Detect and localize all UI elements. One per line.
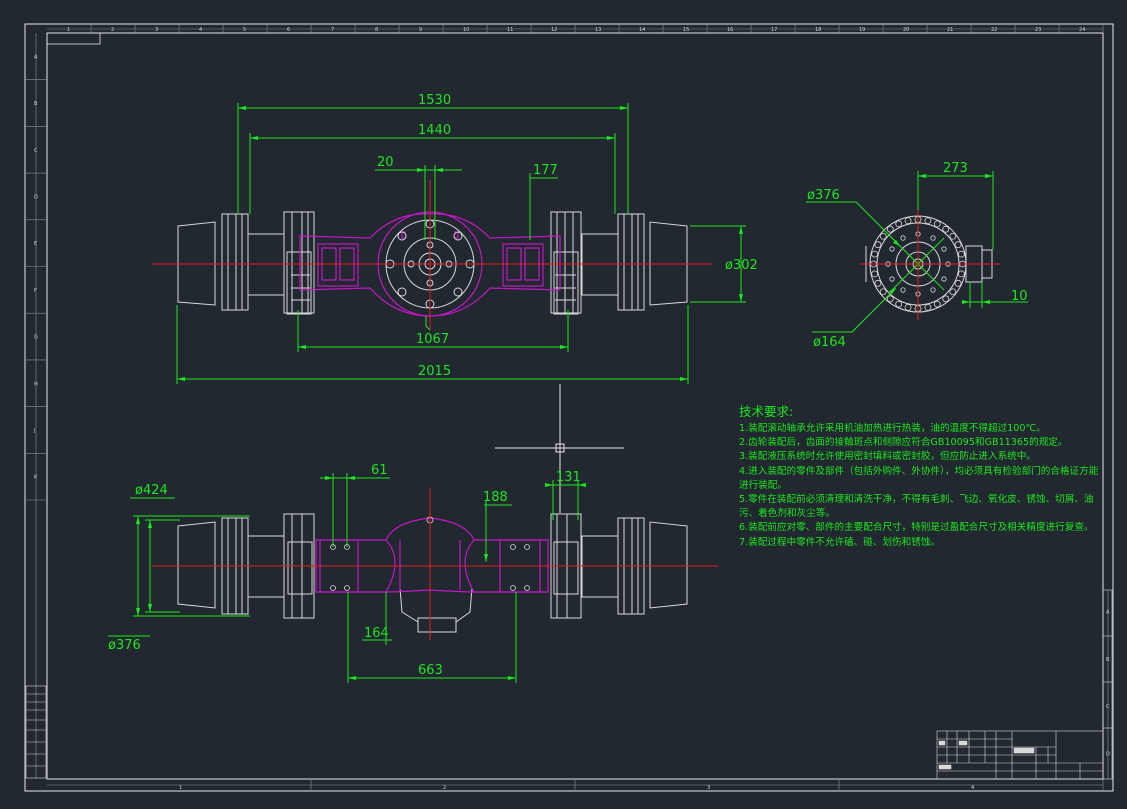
ruler-number: 1 [179,785,182,791]
cad-cursor [495,384,624,513]
ruler-number: 13 [595,27,601,33]
ruler-number: 15 [683,27,689,33]
dim-1067: 1067 [416,332,449,347]
ruler-number: 1 [67,27,70,33]
ruler-letter: B [34,101,38,107]
ruler-letter: C [1106,704,1110,710]
dim-273: 273 [943,161,968,176]
ruler-letter: E [34,241,37,247]
requirement-item: 7.装配过程中零件不允许磕、碰、划伤和锈蚀。 [739,536,941,548]
dim-164: 164 [364,626,389,641]
ruler-letter: G [34,335,38,341]
ruler-number: 21 [947,27,953,33]
ruler-number: 4 [971,785,974,791]
dim-d424: ø424 [135,483,168,498]
ruler-letter: K [34,475,38,481]
requirement-item: 1.装配滚动轴承允许采用机油加热进行热装，油的温度不得超过100℃。 [739,423,1046,434]
ruler-number: 8 [375,27,378,33]
side-view-dimension-lines [806,171,1028,333]
ruler-ticks [25,24,1104,791]
ruler-number: 17 [771,27,777,33]
ruler-number: 16 [727,27,733,33]
ruler-letter: B [1106,657,1110,663]
top-view-dimension-lines [176,103,746,384]
ruler-number: 20 [903,27,909,33]
ruler-number: 4 [199,27,202,33]
dim-131: 131 [556,470,581,485]
dim-d302: ø302 [725,258,758,273]
front-view [152,488,718,640]
ruler-number: 22 [991,27,997,33]
front-view-dimension-lines [108,473,582,683]
side-view-dim-arrows [889,174,993,304]
ruler-number: 12 [551,27,557,33]
revision-strip [25,685,47,779]
front-view-dim-arrows [136,476,586,680]
dim-2015: 2015 [418,364,451,379]
ruler-number: 23 [1035,27,1041,33]
ruler-number: 11 [507,27,513,33]
dim-20: 20 [377,155,394,170]
requirement-item: 6.装配前应对零、部件的主要配合尺寸，特别是过盈配合尺寸及相关精度进行复查。 [739,522,1094,534]
ruler-letter: A [34,54,38,60]
ruler-letter: F [34,288,37,294]
requirement-item: 2.齿轮装配后，齿面的接触斑点和侧隙应符合GB10095和GB11365的规定。 [739,437,1068,449]
left-hub [177,211,315,315]
right-hub [550,211,688,315]
ruler-number: 7 [331,27,334,33]
ruler-number: 19 [859,27,865,33]
ruler-number: 10 [463,27,469,33]
technical-requirements-title: 技术要求: [739,404,794,419]
ruler-letter: C [34,148,38,154]
top-view-dim-arrows [177,106,743,381]
right-strip [1102,589,1113,780]
ruler-number: 6 [287,27,290,33]
dim-61: 61 [371,463,388,478]
dim-d376-front: ø376 [108,638,141,653]
technical-requirements: 技术要求: 1.装配滚动轴承允许采用机油加热进行热装，油的温度不得超过100℃。… [739,404,1099,550]
ruler-number: 3 [155,27,158,33]
ruler-number: 2 [443,785,446,791]
dim-1530: 1530 [418,93,451,108]
ruler-number: 24 [1079,27,1085,33]
ruler-letter: A [1106,610,1110,616]
requirement-item: 3.装配液压系统时允许使用密封填料或密封胶，但应防止进入系统中。 [739,451,1036,463]
dim-d376-side: ø376 [807,188,840,203]
side-view [860,208,1000,320]
requirement-item: 5.零件在装配前必须清理和清洗干净，不得有毛刺、飞边、氧化皮、锈蚀、切屑、油污、… [739,494,1094,520]
dim-10: 10 [1011,289,1028,304]
ruler-letter: D [1106,751,1110,757]
ruler-number: 5 [243,27,246,33]
dim-177: 177 [533,163,558,178]
dim-188: 188 [483,490,508,505]
title-block [936,730,1104,780]
outer-frame [24,23,1114,792]
ruler-letter: J [33,428,35,434]
dim-1440: 1440 [418,123,451,138]
corner-stamp [46,32,101,45]
dim-d164: ø164 [813,335,846,350]
ruler-number: 2 [111,27,114,33]
requirement-item: 4.进入装配的零件及部件（包括外购件、外协件），均必须具有检验部门的合格证方能进… [739,465,1099,491]
ruler-number: 9 [419,27,422,33]
ruler-letter: D [34,194,38,200]
ruler-number: 3 [707,785,710,791]
top-view [152,180,712,330]
ruler-number: 18 [815,27,821,33]
dim-663: 663 [418,663,443,678]
ruler-letter: H [34,381,38,387]
ruler-number: 14 [639,27,645,33]
